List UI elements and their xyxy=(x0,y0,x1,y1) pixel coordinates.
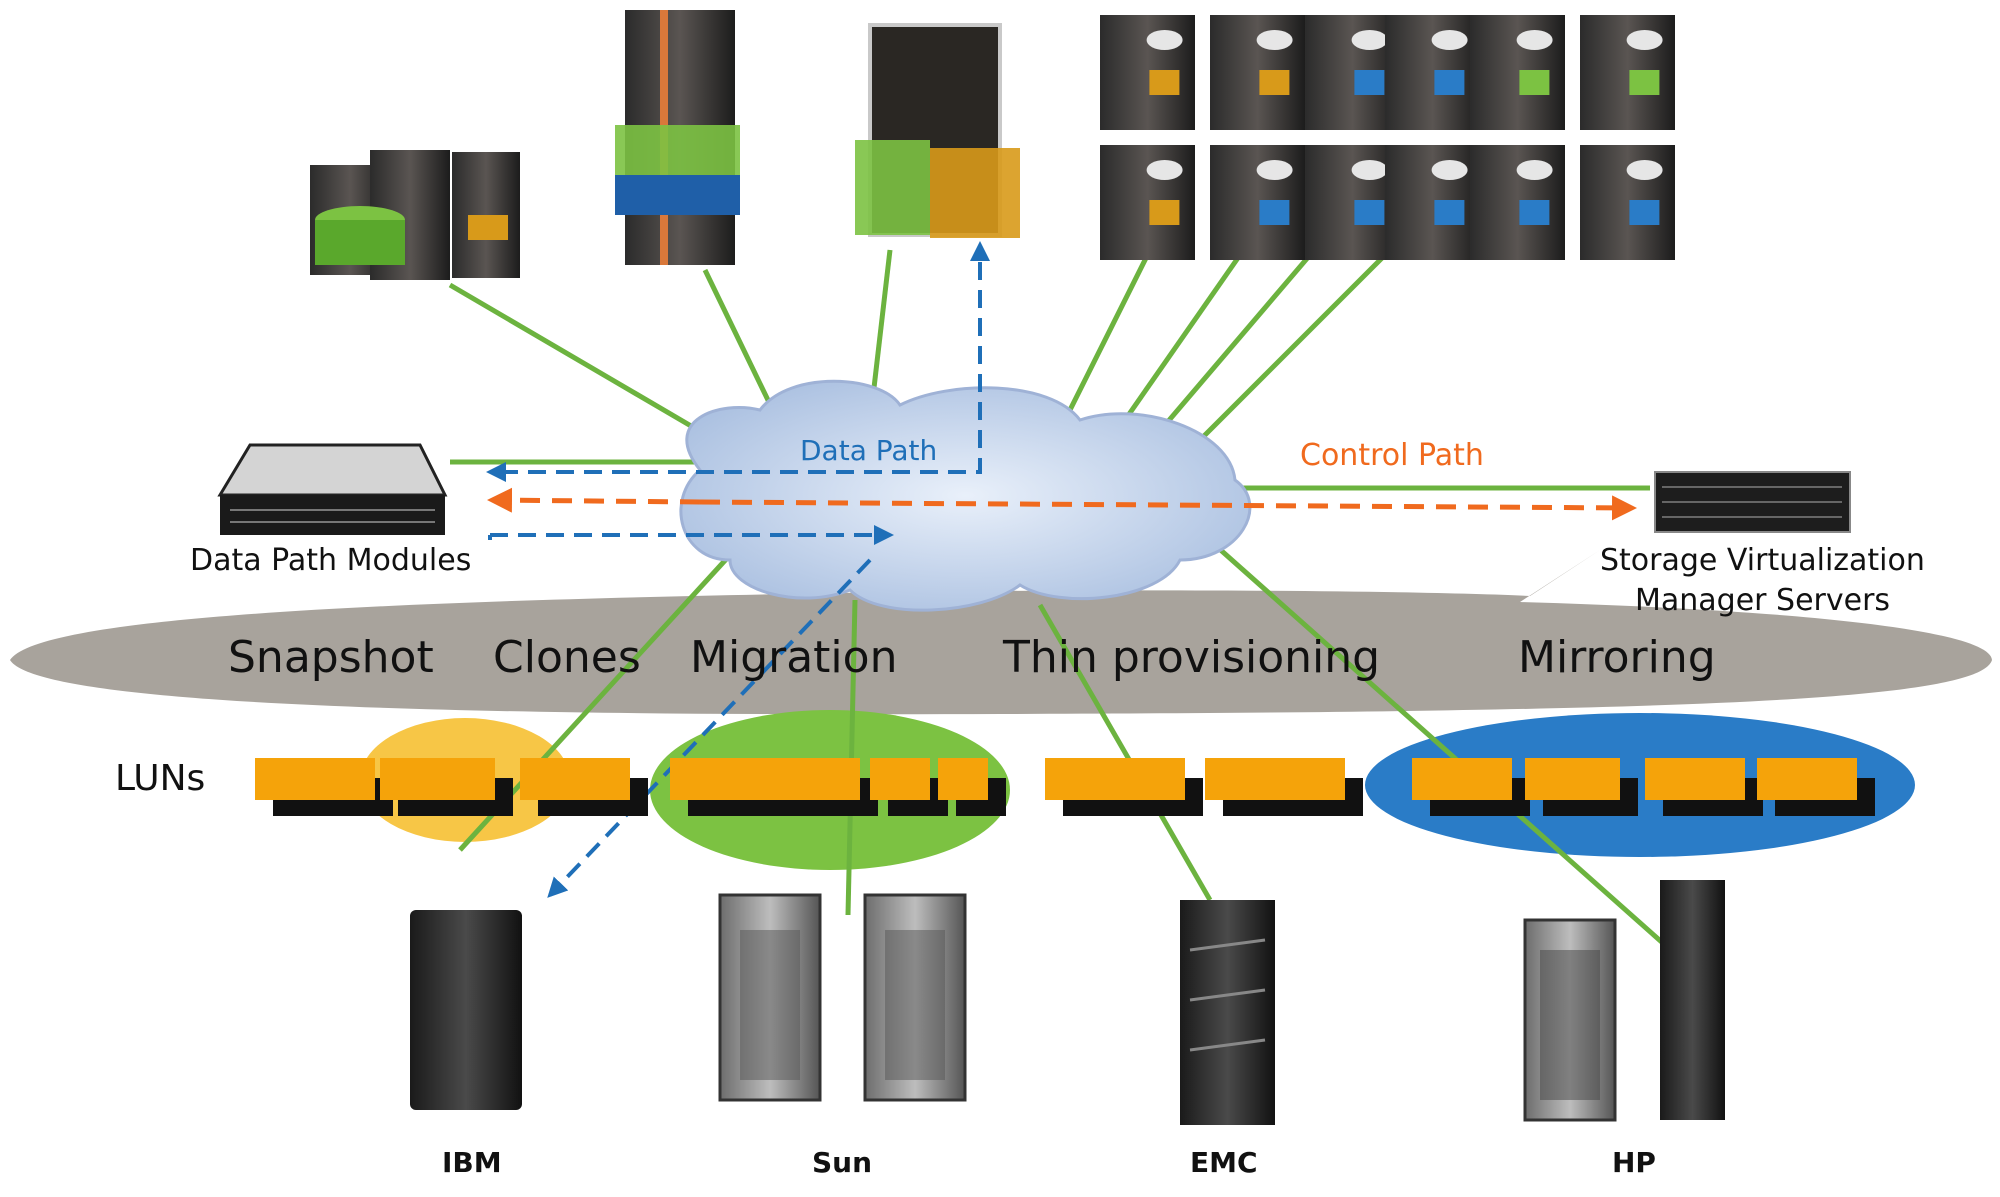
lun-block xyxy=(938,758,1006,816)
lun-blocks xyxy=(255,758,1875,816)
service-clones: Clones xyxy=(493,632,641,683)
vendor-emc: EMC xyxy=(1190,1146,1258,1179)
luns-label: LUNs xyxy=(115,758,205,799)
emc-array-icon xyxy=(1180,900,1275,1125)
hp-array-icon xyxy=(1523,880,1725,1122)
svm-label-line1: Storage Virtualization xyxy=(1600,543,1925,578)
lun-block xyxy=(1045,758,1203,816)
data-path-label: Data Path xyxy=(800,434,937,467)
san-cloud xyxy=(679,379,1252,612)
host-storage-cabinet-icon xyxy=(855,23,1020,238)
farm-server-icon xyxy=(1470,145,1565,260)
services-band xyxy=(10,550,1992,715)
vendor-sun: Sun xyxy=(812,1146,872,1179)
lun-block xyxy=(870,758,948,816)
lun-block xyxy=(1412,758,1530,816)
farm-server-icon xyxy=(1210,15,1305,130)
vendor-hp: HP xyxy=(1612,1146,1656,1179)
svm-servers-icon xyxy=(1654,471,1851,533)
farm-server-icon xyxy=(1100,15,1195,130)
control-path-arrow-left xyxy=(487,487,701,513)
lun-group-blue xyxy=(1365,713,1915,857)
ibm-array-icon xyxy=(410,910,522,1110)
control-path-label: Control Path xyxy=(1300,438,1484,473)
farm-server-icon xyxy=(1100,145,1195,260)
service-snapshot: Snapshot xyxy=(228,632,434,683)
lun-block xyxy=(255,758,393,816)
farm-server-icon xyxy=(1580,145,1675,260)
farm-server-icon xyxy=(1580,15,1675,130)
data-path-modules-icon xyxy=(217,443,448,535)
service-mirroring: Mirroring xyxy=(1518,632,1716,683)
svm-label-line2: Manager Servers xyxy=(1635,583,1890,618)
farm-server-icon xyxy=(1385,145,1480,260)
lun-block xyxy=(1525,758,1638,816)
lun-block xyxy=(1205,758,1363,816)
host-server-left-icon xyxy=(310,150,520,280)
control-path-arrow-right xyxy=(699,495,1637,521)
host-server-farm-icon xyxy=(1100,15,1675,260)
farm-server-icon xyxy=(1385,15,1480,130)
host-mainframe-icon xyxy=(615,10,740,265)
farm-server-icon xyxy=(1470,15,1565,130)
farm-server-icon xyxy=(1305,15,1400,130)
vendor-ibm: IBM xyxy=(442,1146,502,1179)
lun-block xyxy=(770,758,878,816)
sun-array-icon xyxy=(718,893,967,1102)
lun-block xyxy=(1645,758,1763,816)
lun-block xyxy=(1757,758,1875,816)
data-path-modules-label: Data Path Modules xyxy=(190,543,471,578)
san-links xyxy=(448,248,1667,947)
lun-block xyxy=(520,758,648,816)
farm-server-icon xyxy=(1305,145,1400,260)
service-migration: Migration xyxy=(690,632,897,683)
farm-server-icon xyxy=(1210,145,1305,260)
lun-block xyxy=(380,758,513,816)
service-thin-provisioning: Thin provisioning xyxy=(1002,632,1380,683)
data-path-arrows xyxy=(486,241,990,898)
